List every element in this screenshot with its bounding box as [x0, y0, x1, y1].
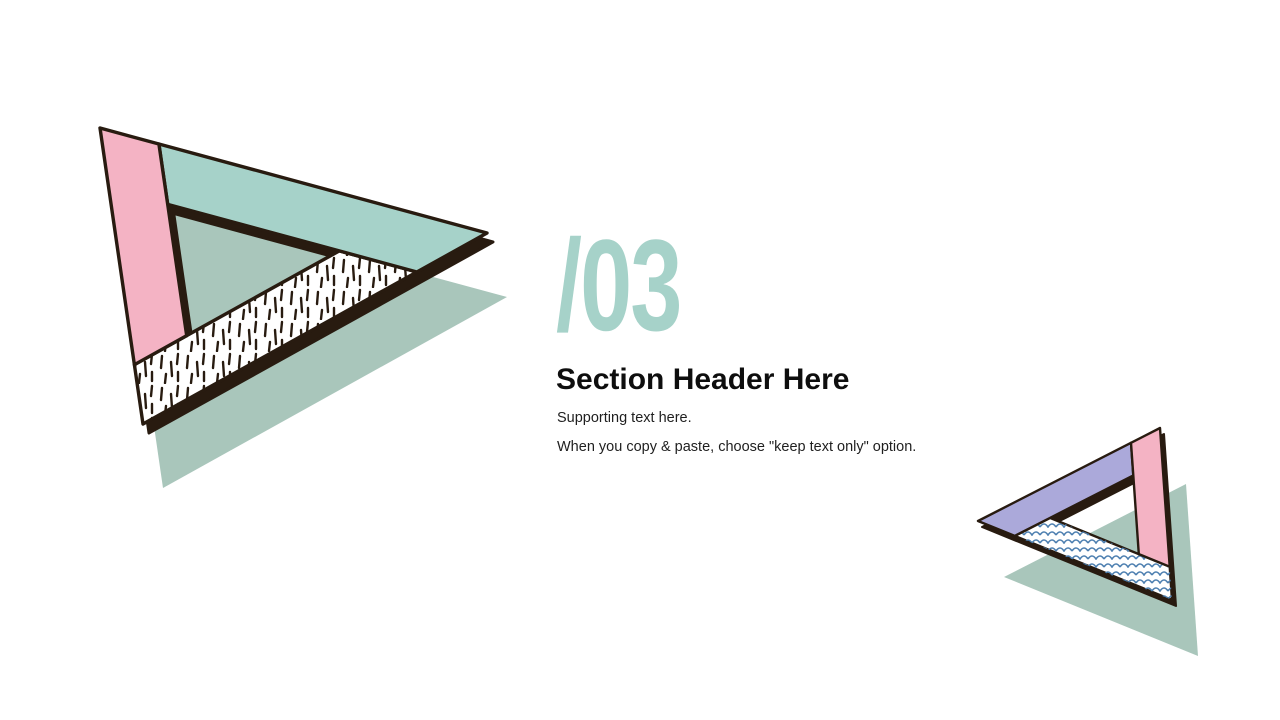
large-triangle-hatch-texture: [134, 250, 417, 424]
small-triangle-right-bar: [1129, 426, 1171, 568]
small-triangle-wave-texture: [1014, 517, 1172, 600]
penrose-triangle-small: [976, 426, 1177, 607]
instruction-text: When you copy & paste, choose "keep text…: [557, 439, 917, 455]
slide-number: /03: [556, 212, 682, 358]
large-triangle-left-bar: [98, 126, 189, 367]
penrose-triangle-large: [98, 126, 495, 435]
supporting-text: Supporting text here.: [557, 410, 692, 426]
section-title: Section Header Here: [556, 363, 850, 396]
